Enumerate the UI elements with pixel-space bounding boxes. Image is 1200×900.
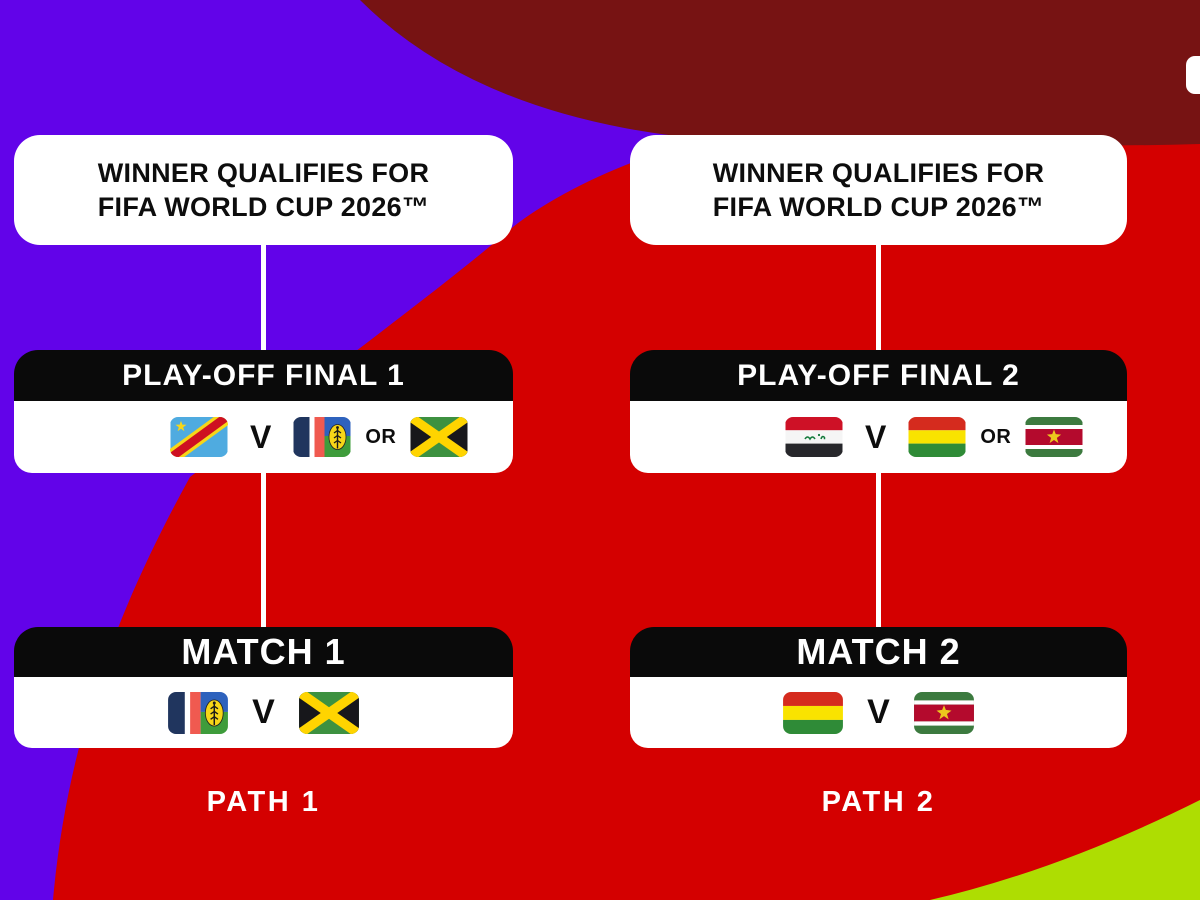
- connector-line: [261, 245, 266, 352]
- playoff-final-2-header: PLAY-OFF FINAL 2: [630, 350, 1127, 401]
- lime-curve-shape: [930, 800, 1200, 900]
- qualifier-line2: FIFA WORLD CUP 2026™: [712, 192, 1045, 222]
- playoff-final-1-body: V OR: [14, 401, 513, 473]
- qualifier-card: WINNER QUALIFIES FOR FIFA WORLD CUP 2026…: [630, 135, 1127, 245]
- connector-line: [876, 245, 881, 352]
- connector-line: [876, 473, 881, 629]
- match-1-body: V: [14, 677, 513, 748]
- versus-label: V: [867, 693, 890, 731]
- flag-new-caledonia-icon: [293, 417, 351, 457]
- flag-jamaica-icon: [410, 417, 469, 457]
- flag-jamaica-icon: [298, 691, 359, 734]
- playoff-final-1-title: PLAY-OFF FINAL 1: [122, 358, 405, 392]
- qualifier-line2: FIFA WORLD CUP 2026™: [97, 192, 430, 222]
- or-label: OR: [365, 425, 397, 448]
- path-1-label: PATH 1: [206, 786, 321, 818]
- qualifier-card: WINNER QUALIFIES FOR FIFA WORLD CUP 2026…: [14, 135, 513, 245]
- flag-dr-congo-icon: [170, 417, 228, 457]
- match-1-title: MATCH 1: [181, 631, 346, 672]
- or-label: OR: [980, 425, 1012, 448]
- playoff-final-2-body: V OR: [630, 401, 1127, 473]
- match-2-title: MATCH 2: [796, 631, 961, 672]
- edge-notch: [1186, 56, 1200, 94]
- flag-new-caledonia-icon: [168, 691, 229, 734]
- path-2-label: PATH 2: [821, 786, 936, 818]
- connector-line: [261, 473, 266, 629]
- versus-label: V: [865, 418, 887, 455]
- qualifier-line1: WINNER QUALIFIES FOR: [712, 158, 1045, 188]
- flag-iraq-icon: [785, 417, 843, 457]
- match-1-header: MATCH 1: [14, 627, 513, 677]
- playoff-final-1-header: PLAY-OFF FINAL 1: [14, 350, 513, 401]
- flag-suriname-icon: [1025, 417, 1083, 457]
- flag-bolivia-icon: [908, 417, 966, 457]
- flag-bolivia-icon: [783, 691, 844, 734]
- match-2-header: MATCH 2: [630, 627, 1127, 677]
- maroon-arc-shape: [360, 0, 1200, 146]
- playoff-final-2-title: PLAY-OFF FINAL 2: [737, 358, 1020, 392]
- match-2-body: V: [630, 677, 1127, 748]
- qualifier-line1: WINNER QUALIFIES FOR: [97, 158, 430, 188]
- versus-label: V: [250, 418, 272, 455]
- versus-label: V: [252, 693, 275, 731]
- flag-suriname-icon: [913, 691, 974, 734]
